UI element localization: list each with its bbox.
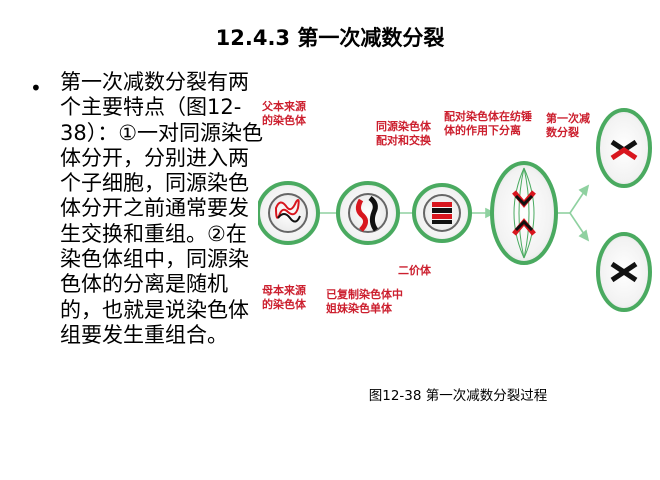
daughter-cell-bottom: [596, 232, 652, 312]
meiosis-figure: 父本来源的染色体 母本来源的染色体 已复制染色体中姐妹染色单体 同源染色体配对和…: [256, 88, 658, 348]
label-meiosis-one: 第一次减数分裂: [546, 111, 590, 139]
label-bivalent: 二价体: [398, 263, 432, 277]
label-sister-chromatids: 已复制染色体中姐妹染色单体: [326, 287, 403, 315]
figure-caption: 图12-38 第一次减数分裂过程: [368, 388, 548, 404]
bullet-dot: •: [30, 76, 42, 100]
cell-bivalent: [412, 183, 472, 243]
daughter-cell-top: [596, 108, 652, 188]
bullet-text: 第一次减数分裂有两个主要特点（图12-38）：①一对同源染色体分开，分别进入两个…: [60, 70, 264, 347]
slide-title: 12.4.3 第一次减数分裂: [215, 26, 445, 50]
label-mother-chrom: 母本来源的染色体: [262, 283, 307, 311]
meiosis-diagram: 父本来源的染色体 母本来源的染色体 已复制染色体中姐妹染色单体 同源染色体配对和…: [256, 99, 652, 315]
cell-replicated: [336, 181, 400, 245]
label-homolog-pairing: 同源染色体配对和交换: [376, 119, 432, 147]
label-spindle: 配对染色体在纺锤体的作用下分离: [444, 109, 532, 137]
label-father-chrom: 父本来源的染色体: [261, 99, 307, 127]
cell-anaphase: [490, 161, 558, 265]
cell-interphase: [256, 181, 320, 245]
